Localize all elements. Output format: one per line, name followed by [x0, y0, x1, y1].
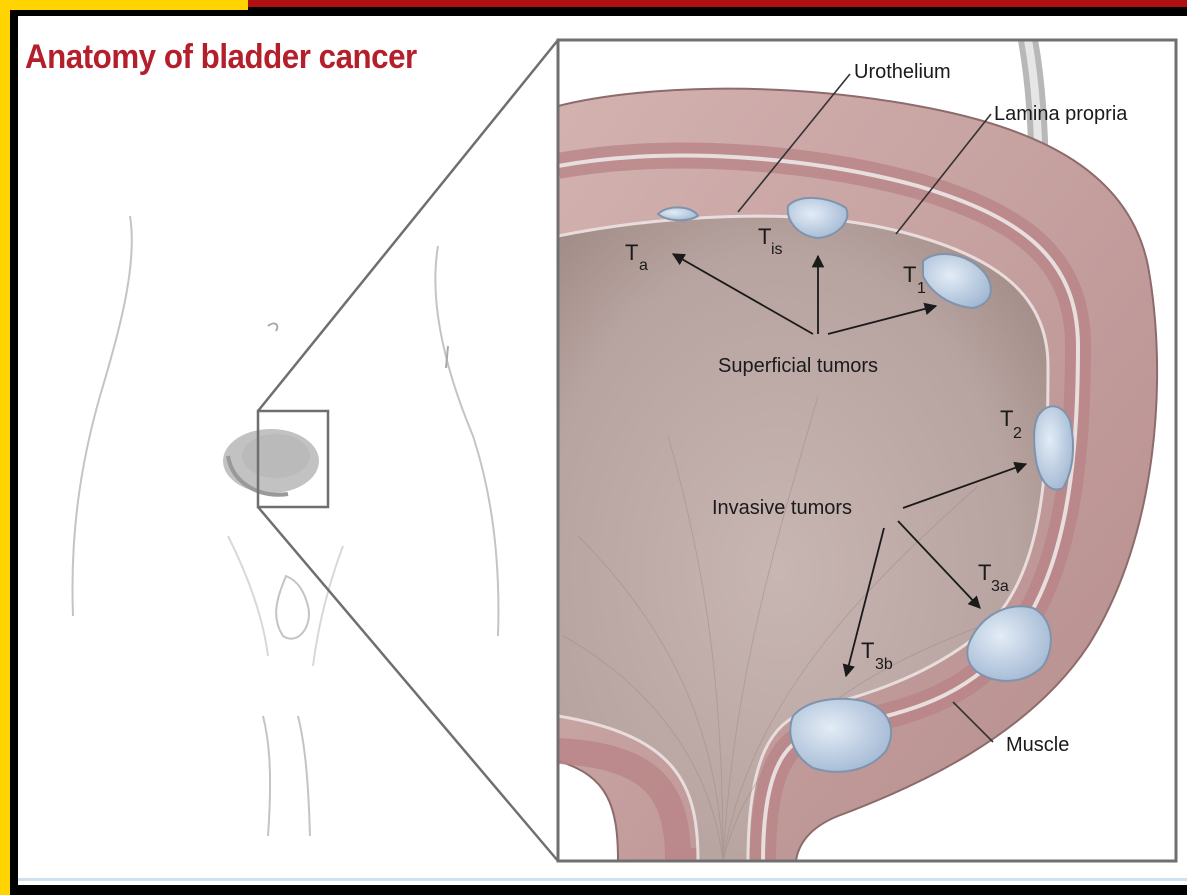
zoom-line-top — [258, 40, 558, 411]
svg-text:T: T — [978, 560, 991, 585]
groin-contour — [276, 576, 309, 639]
label-superficial-tumors: Superficial tumors — [718, 355, 878, 377]
body-right-contour — [435, 246, 498, 636]
zoom-line-bottom — [258, 507, 558, 861]
body-outline — [72, 216, 498, 836]
magnified-panel — [558, 40, 1176, 861]
navel-mark — [268, 324, 277, 331]
label-muscle: Muscle — [1006, 734, 1069, 756]
leg-left-contour — [263, 716, 270, 836]
label-invasive-tumors: Invasive tumors — [712, 497, 852, 519]
svg-text:is: is — [771, 241, 783, 258]
inner-contour-right — [313, 546, 343, 666]
inner-contour-left — [228, 536, 268, 656]
svg-text:3a: 3a — [991, 578, 1009, 595]
body-left-contour — [72, 216, 131, 616]
label-lamina-propria: Lamina propria — [994, 103, 1128, 125]
svg-text:T: T — [1000, 406, 1013, 431]
small-bladder — [223, 429, 319, 495]
label-urothelium: Urothelium — [854, 61, 951, 83]
bottom-divider — [18, 878, 1187, 881]
bladder-diagram: Urothelium Lamina propria Superficial tu… — [18, 16, 1187, 885]
svg-text:T: T — [625, 240, 638, 265]
svg-text:1: 1 — [917, 280, 926, 297]
slide-canvas: Anatomy of bladder cancer — [18, 16, 1187, 885]
leg-right-contour — [298, 716, 310, 836]
frame-left-yellow-bar — [0, 0, 10, 895]
tumor-t3b — [790, 699, 891, 772]
tumor-ta — [658, 207, 698, 220]
svg-text:T: T — [861, 638, 874, 663]
frame-top-yellow-bar — [0, 0, 248, 10]
svg-text:3b: 3b — [875, 656, 893, 673]
svg-text:a: a — [639, 257, 648, 274]
svg-text:T: T — [758, 224, 771, 249]
frame-top-red-bar — [248, 0, 1187, 7]
svg-text:2: 2 — [1013, 425, 1022, 442]
svg-text:T: T — [903, 262, 916, 287]
